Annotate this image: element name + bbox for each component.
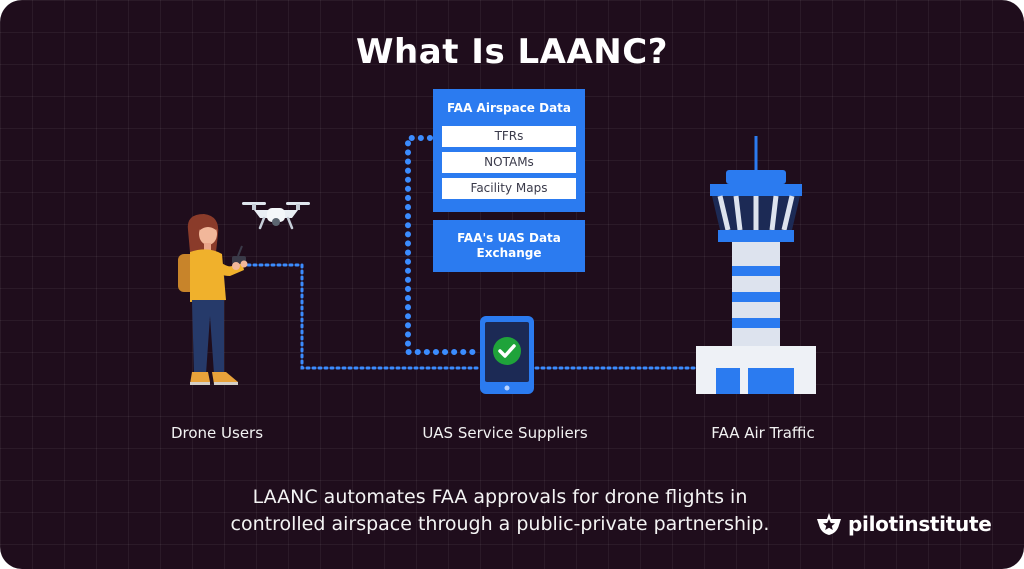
drone-icon — [242, 202, 310, 230]
uas-data-exchange-panel: FAA's UAS Data Exchange — [433, 220, 585, 272]
data-item-facility-maps: Facility Maps — [442, 178, 576, 199]
label-uas-service-suppliers: UAS Service Suppliers — [422, 424, 588, 442]
exchange-line-2: Exchange — [476, 246, 542, 260]
person-with-controller-icon — [178, 214, 248, 385]
airspace-panel-title: FAA Airspace Data — [446, 101, 572, 115]
exchange-line-1: FAA's UAS Data — [457, 231, 561, 245]
data-item-notams: NOTAMs — [442, 152, 576, 173]
airspace-data-panel: FAA Airspace Data TFRs NOTAMs Facility M… — [433, 89, 585, 212]
brand-name: pilotinstitute — [848, 512, 992, 536]
caption-line-1: LAANC automates FAA approvals for drone … — [252, 486, 748, 508]
caption-line-2: controlled airspace through a public-pri… — [230, 513, 770, 535]
control-tower-icon — [696, 136, 816, 394]
connector-data-to-supplier — [405, 135, 481, 355]
connector-user-to-supplier — [246, 263, 482, 370]
brand-logo: pilotinstitute — [815, 511, 992, 537]
page-title: What Is LAANC? — [356, 32, 668, 72]
data-item-tfrs: TFRs — [442, 126, 576, 147]
label-faa-air-traffic: FAA Air Traffic — [711, 424, 815, 442]
tablet-check-icon — [480, 316, 534, 394]
label-drone-users: Drone Users — [170, 424, 264, 442]
star-badge-icon — [817, 513, 841, 535]
caption: LAANC automates FAA approvals for drone … — [190, 484, 810, 538]
